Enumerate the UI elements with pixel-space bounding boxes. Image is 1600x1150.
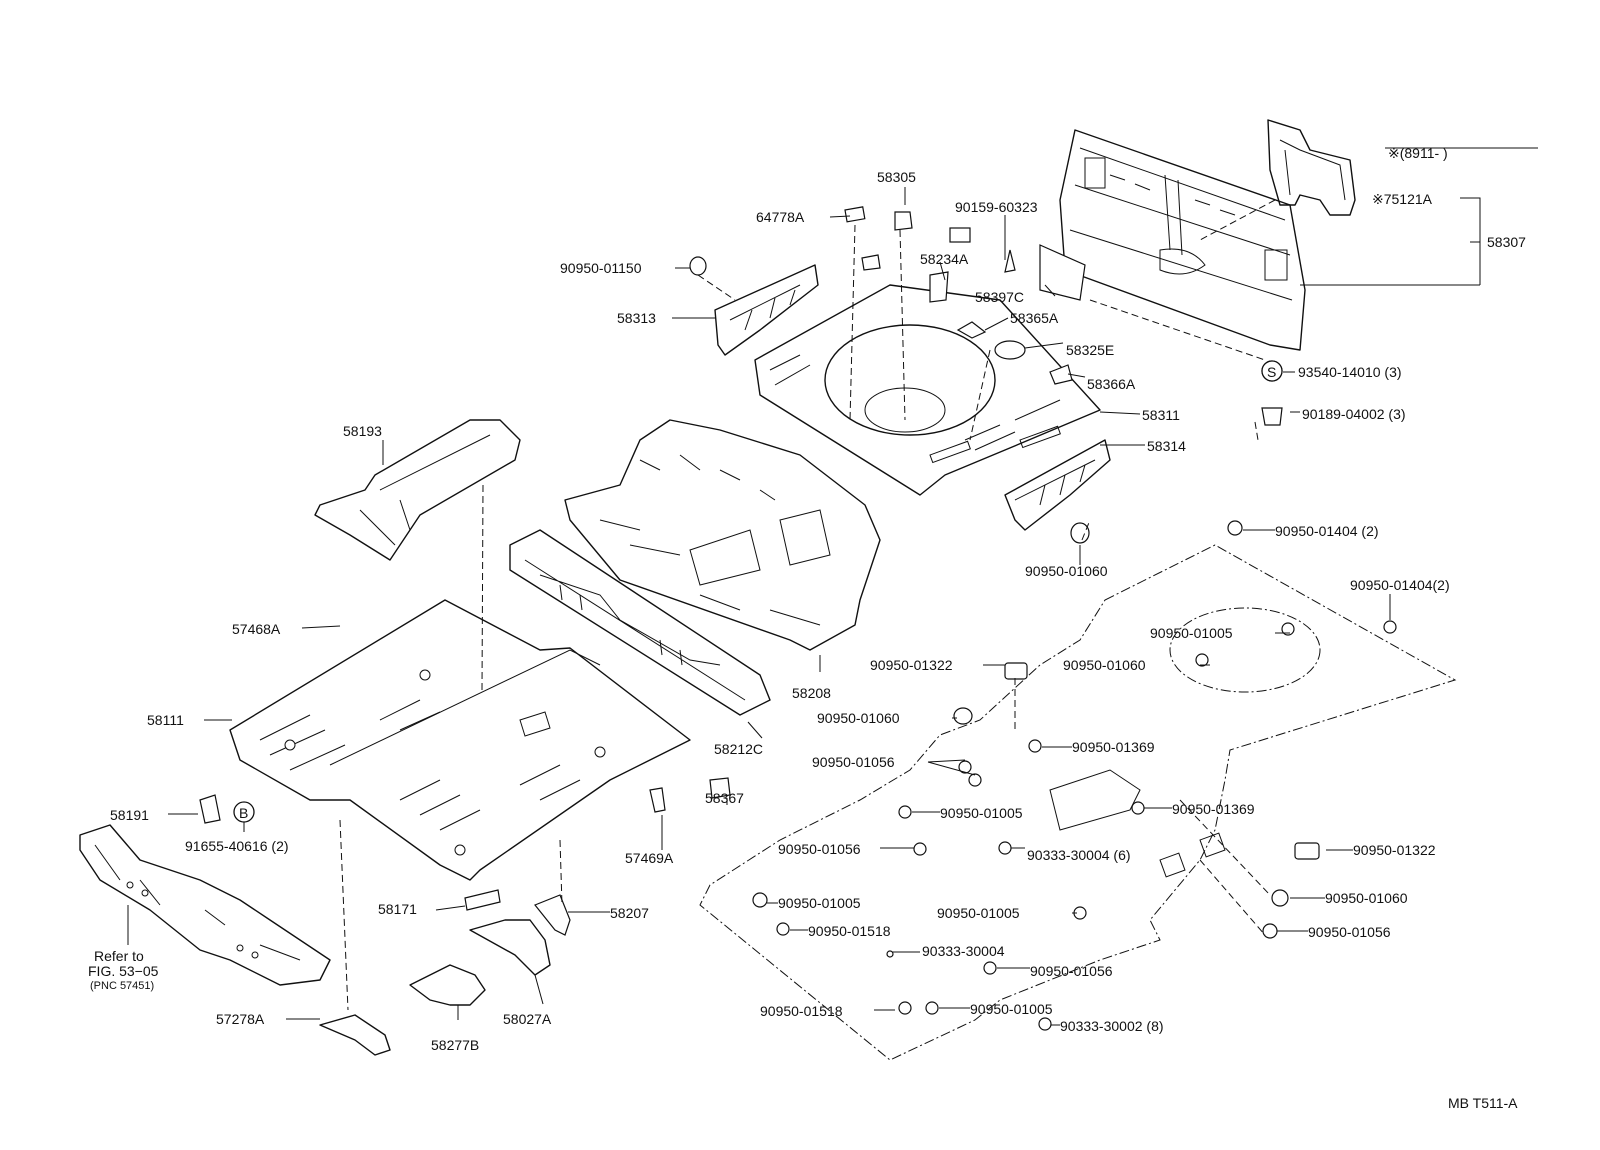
label-90950-01404-a: 90950-01404 (2) <box>1275 523 1379 539</box>
label-90950-01005-a: 90950-01005 <box>1150 625 1233 641</box>
cross-member-58212C <box>509 529 771 716</box>
label-90950-01060-b: 90950-01060 <box>1063 657 1146 673</box>
under-floor-silencer <box>699 544 1457 1061</box>
label-58111: 58111 <box>147 712 184 728</box>
label-90189-04002: 90189-04002 (3) <box>1302 406 1406 422</box>
fastener-clips <box>752 520 1397 1031</box>
label-90333-30004-a: 90333-30004 (6) <box>1027 847 1131 863</box>
bottom-small-parts <box>319 889 571 1056</box>
label-58193: 58193 <box>343 423 382 439</box>
label-58208: 58208 <box>792 685 831 701</box>
circle-s-text: S <box>1267 364 1276 380</box>
label-58212C: 58212C <box>714 741 763 757</box>
label-58234A: 58234A <box>920 251 969 267</box>
label-58313: 58313 <box>617 310 656 326</box>
label-90950-01060-d: 90950-01060 <box>1325 890 1408 906</box>
label-58027A: 58027A <box>503 1011 552 1027</box>
label-58191: 58191 <box>110 807 149 823</box>
label-90950-01056-d: 90950-01056 <box>1030 963 1113 979</box>
member-58193 <box>314 419 521 561</box>
label-90950-01056-b: 90950-01056 <box>778 841 861 857</box>
dashed-leader-lines <box>339 199 1276 1011</box>
label-90950-01369-b: 90950-01369 <box>1172 801 1255 817</box>
label-93540-14010: 93540-14010 (3) <box>1298 364 1402 380</box>
label-leader-lines <box>127 147 1538 1026</box>
label-58366A: 58366A <box>1087 376 1136 392</box>
part-labels: 58305 64778A 90159-60323 90950-01150 582… <box>88 145 1526 1111</box>
label-90950-01518-b: 90950-01518 <box>760 1003 843 1019</box>
label-57278A: 57278A <box>216 1011 265 1027</box>
label-90950-01005-e: 90950-01005 <box>970 1001 1053 1017</box>
label-91655-40616: 91655-40616 (2) <box>185 838 289 854</box>
label-90950-01005-c: 90950-01005 <box>778 895 861 911</box>
label-refer-line1: Refer to <box>94 948 144 964</box>
circle-s-icon <box>1261 360 1283 382</box>
label-58314: 58314 <box>1147 438 1186 454</box>
label-90950-01404-b: 90950-01404(2) <box>1350 577 1450 593</box>
label-90159-60323: 90159-60323 <box>955 199 1038 215</box>
label-refer-line2: FIG. 53−05 <box>88 963 159 979</box>
bracket-75121A <box>1267 119 1356 216</box>
circle-b-text: B <box>239 805 248 821</box>
label-58305: 58305 <box>877 169 916 185</box>
side-member-58314 <box>1004 439 1111 531</box>
label-refer-line3: (PNC 57451) <box>90 980 154 992</box>
label-drawing-code: MB T511-A <box>1448 1095 1518 1111</box>
label-90333-30002: 90333-30002 (8) <box>1060 1018 1164 1034</box>
label-90950-01056-a: 90950-01056 <box>812 754 895 770</box>
label-90950-01518-a: 90950-01518 <box>808 923 891 939</box>
label-90950-01056-c: 90950-01056 <box>1308 924 1391 940</box>
label-90950-01322-a: 90950-01322 <box>870 657 953 673</box>
label-58397C: 58397C <box>975 289 1024 305</box>
label-note-date: ※(8911- ) <box>1388 145 1448 161</box>
label-90950-01060-a: 90950-01060 <box>1025 563 1108 579</box>
label-90950-01150: 90950-01150 <box>560 260 642 276</box>
center-floor-58208 <box>564 419 881 651</box>
rear-floor-pan-58311 <box>754 284 1101 496</box>
label-90950-01369-a: 90950-01369 <box>1072 739 1155 755</box>
label-58207: 58207 <box>610 905 649 921</box>
label-58365A: 58365A <box>1010 310 1059 326</box>
label-90950-01005-b: 90950-01005 <box>940 805 1023 821</box>
label-75121A: ※75121A <box>1372 191 1433 207</box>
label-64778A: 64778A <box>756 209 805 225</box>
side-member-58313 <box>714 264 819 356</box>
label-58307: 58307 <box>1487 234 1526 250</box>
label-58171: 58171 <box>378 901 417 917</box>
label-58277B: 58277B <box>431 1037 479 1053</box>
label-58367: 58367 <box>705 790 744 806</box>
front-floor-58111 <box>229 599 691 881</box>
label-90950-01005-d: 90950-01005 <box>937 905 1020 921</box>
label-57468A: 57468A <box>232 621 281 637</box>
side-rail-57451 <box>79 824 331 986</box>
upper-small-parts <box>689 206 1283 544</box>
label-57469A: 57469A <box>625 850 674 866</box>
circle-b-icon <box>233 801 255 823</box>
label-58311: 58311 <box>1142 407 1180 423</box>
label-90950-01060-c: 90950-01060 <box>817 710 900 726</box>
label-58325E: 58325E <box>1066 342 1114 358</box>
small-brackets-front <box>199 777 731 824</box>
label-90333-30004-b: 90333-30004 <box>922 943 1005 959</box>
rear-panel-58307 <box>1059 129 1306 351</box>
circle-symbols: S B <box>233 360 1283 823</box>
label-90950-01322-b: 90950-01322 <box>1353 842 1436 858</box>
